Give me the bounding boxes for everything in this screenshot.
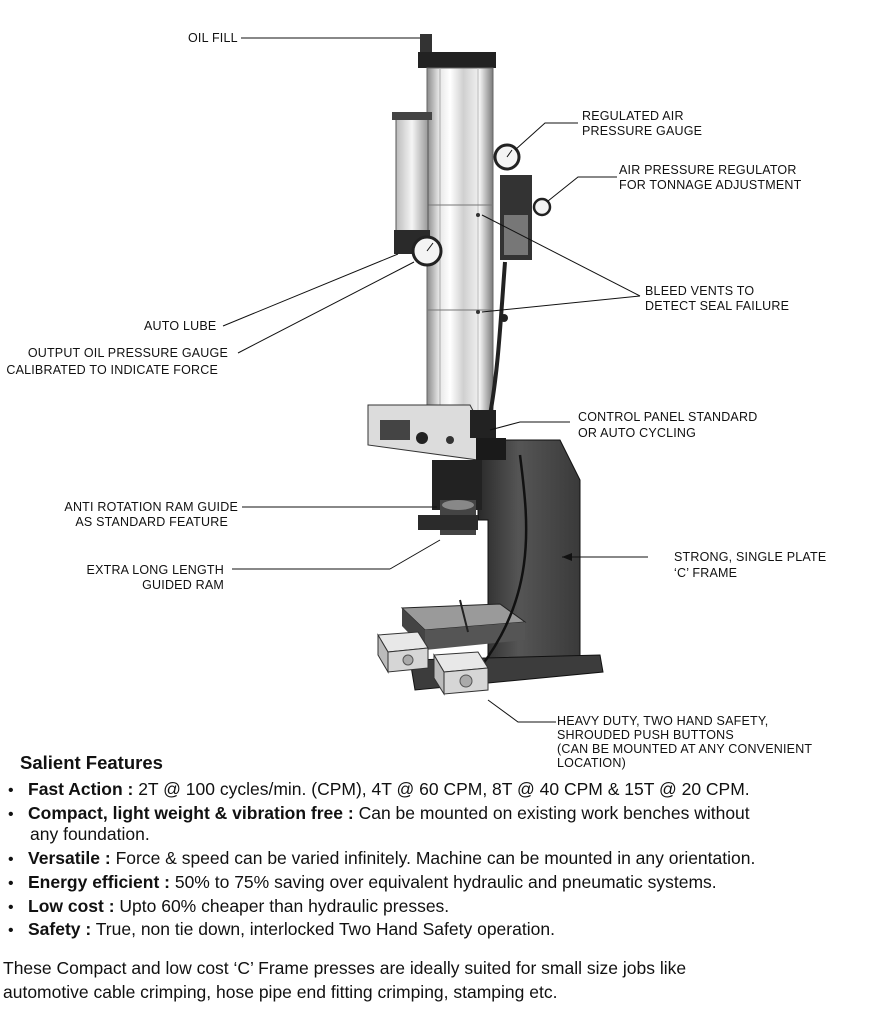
label-c-frame-line1: STRONG, SINGLE PLATE xyxy=(674,550,827,564)
feature-item-energy-efficient: • Energy efficient : 50% to 75% saving ov… xyxy=(8,872,717,894)
cylinder-top-cap xyxy=(418,52,496,68)
label-regulated-air-gauge-line1: REGULATED AIR xyxy=(582,109,684,123)
feature-title: Low cost : xyxy=(28,896,115,916)
feature-text: 2T @ 100 cycles/min. (CPM), 4T @ 60 CPM,… xyxy=(133,779,750,799)
label-push-buttons-line2: SHROUDED PUSH BUTTONS xyxy=(557,728,734,742)
bullet-icon: • xyxy=(8,851,14,868)
press-machine-illustration xyxy=(222,34,648,723)
label-control-panel-line2: OR AUTO CYCLING xyxy=(578,426,697,440)
feature-item-versatile: • Versatile : Force & speed can be varied… xyxy=(8,848,755,870)
feature-text: Upto 60% cheaper than hydraulic presses. xyxy=(114,896,450,916)
bullet-icon: • xyxy=(8,875,14,892)
feature-title: Compact, light weight & vibration free : xyxy=(28,803,354,823)
label-bleed-vents-line1: BLEED VENTS TO xyxy=(645,284,755,298)
label-extra-long-line2: GUIDED RAM xyxy=(142,578,224,592)
label-push-buttons-line1: HEAVY DUTY, TWO HAND SAFETY, xyxy=(557,714,769,728)
label-regulated-air-gauge-line2: PRESSURE GAUGE xyxy=(582,124,703,138)
press-machine-figure: OIL FILL REGULATED AIR PRESSURE GAUGE AI… xyxy=(6,31,827,770)
auto-lube-reservoir xyxy=(395,114,429,236)
feature-item-fast-action: • Fast Action : 2T @ 100 cycles/min. (CPM… xyxy=(8,779,750,801)
summary-line-2: automotive cable crimping, hose pipe end… xyxy=(3,982,558,1002)
features-heading: Salient Features xyxy=(20,752,163,773)
bullet-icon: • xyxy=(8,922,14,939)
feature-item-safety: • Safety : True, non tie down, interlocke… xyxy=(8,919,555,941)
label-bleed-vents-line2: DETECT SEAL FAILURE xyxy=(645,299,790,313)
feature-text: Can be mounted on existing work benches … xyxy=(353,803,750,823)
feature-item-low-cost: • Low cost : Upto 60% cheaper than hydrau… xyxy=(8,896,449,918)
bullet-icon: • xyxy=(8,782,14,799)
callout-leaders xyxy=(222,37,648,723)
label-air-regulator-line1: AIR PRESSURE REGULATOR xyxy=(619,163,797,177)
oil-fill-cap xyxy=(420,34,432,56)
label-output-gauge-line1: OUTPUT OIL PRESSURE GAUGE xyxy=(27,346,228,360)
feature-title: Energy efficient : xyxy=(28,872,170,892)
feature-text: Force & speed can be varied infinitely. … xyxy=(110,848,756,868)
label-oil-fill: OIL FILL xyxy=(188,31,238,45)
label-push-buttons-line3: (CAN BE MOUNTED AT ANY CONVENIENT xyxy=(557,742,813,756)
label-extra-long-line1: EXTRA LONG LENGTH xyxy=(86,563,224,577)
push-button-left xyxy=(377,631,429,674)
regulator-gauge xyxy=(532,197,552,217)
feature-text: True, non tie down, interlocked Two Hand… xyxy=(91,919,555,939)
label-anti-rotation-line1: ANTI ROTATION RAM GUIDE xyxy=(64,500,238,514)
feature-title: Safety : xyxy=(28,919,92,939)
label-push-buttons-line4: LOCATION) xyxy=(557,756,626,770)
label-anti-rotation-line2: AS STANDARD FEATURE xyxy=(75,515,228,529)
label-auto-lube: AUTO LUBE xyxy=(144,319,217,333)
feature-title: Fast Action : xyxy=(28,779,134,799)
feature-item-compact: • Compact, light weight & vibration free … xyxy=(8,803,750,825)
feature-text: 50% to 75% saving over equivalent hydrau… xyxy=(169,872,717,892)
label-control-panel-line1: CONTROL PANEL STANDARD xyxy=(578,410,758,424)
label-air-regulator-line2: FOR TONNAGE ADJUSTMENT xyxy=(619,178,802,192)
bullet-icon: • xyxy=(8,899,14,916)
feature-text-continuation: any foundation. xyxy=(30,824,150,844)
feature-title: Versatile : xyxy=(28,848,111,868)
bullet-icon: • xyxy=(8,806,14,823)
push-button-right xyxy=(433,651,489,696)
summary-line-1: These Compact and low cost ‘C’ Frame pre… xyxy=(3,958,687,978)
label-c-frame-line2: ‘C’ FRAME xyxy=(674,566,738,580)
label-output-gauge-line2: CALIBRATED TO INDICATE FORCE xyxy=(6,363,218,377)
